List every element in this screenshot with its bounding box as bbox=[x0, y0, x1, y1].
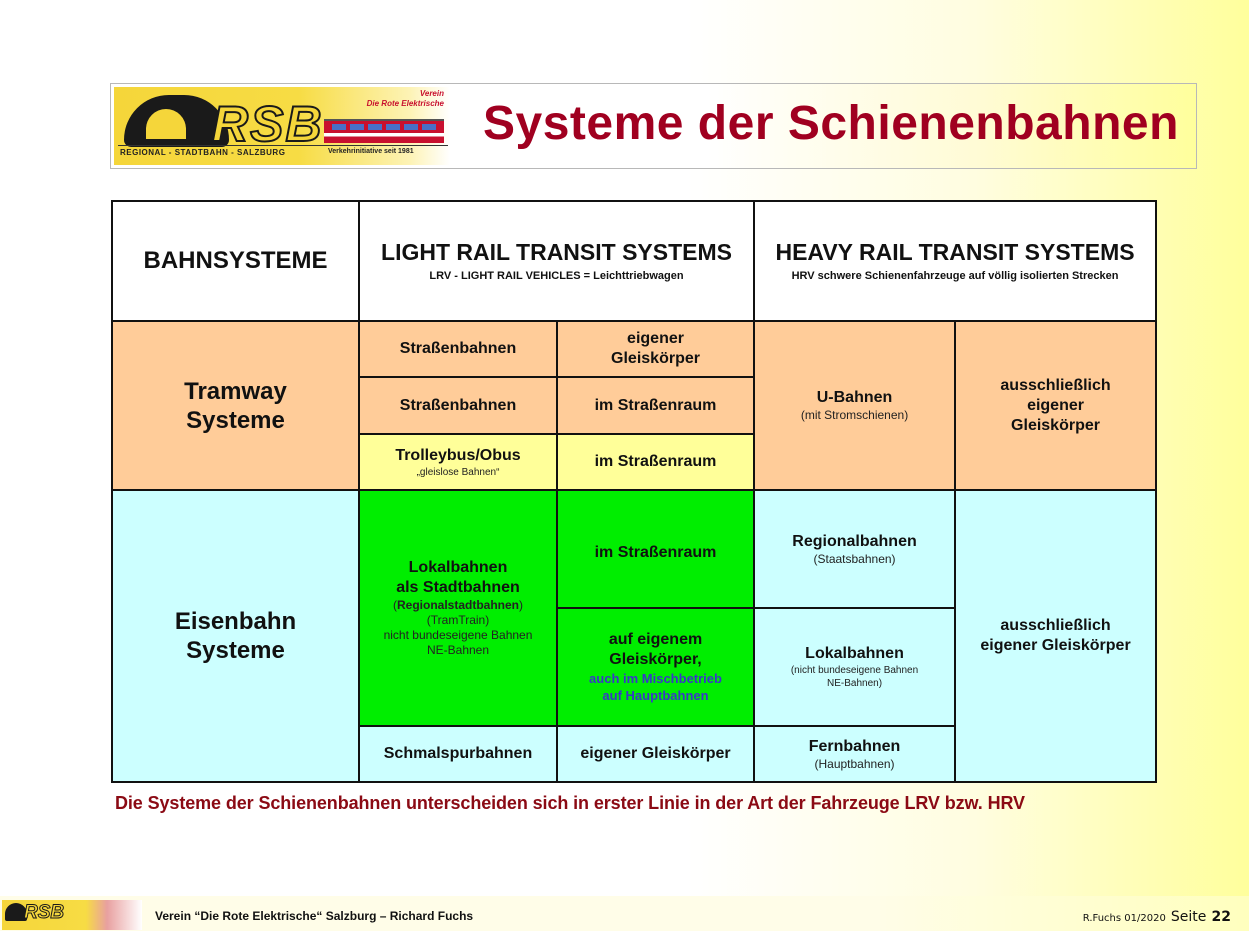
logo-verein: Verein Die Rote Elektrische bbox=[366, 89, 444, 108]
header-banner: RSB Verein Die Rote Elektrische REGIONAL… bbox=[110, 83, 1197, 169]
table-row: auf eigenem Gleiskörper, auch im Mischbe… bbox=[112, 607, 1156, 727]
cell-fernbahnen: Fernbahnen (Hauptbahnen) bbox=[753, 725, 957, 783]
cell-u-bahn-track: ausschließlich eigener Gleiskörper bbox=[954, 320, 1158, 491]
cell-im-strassenraum-2: im Straßenraum bbox=[555, 433, 756, 491]
table-row: Schmalspurbahnen eigener Gleiskörper Fer… bbox=[112, 725, 1156, 783]
cell-u-bahnen: U-Bahnen (mit Stromschienen) bbox=[753, 320, 957, 491]
rail-systems-table: BAHNSYSTEME LIGHT RAIL TRANSIT SYSTEMS L… bbox=[111, 200, 1158, 783]
page-title: Systeme der Schienenbahnen bbox=[483, 97, 1179, 150]
table-row: Trolleybus/Obus „gleislose Bahnen“ im St… bbox=[112, 433, 1156, 491]
cell-strassenbahnen-2: Straßenbahnen bbox=[358, 376, 558, 435]
table-header-row: BAHNSYSTEME LIGHT RAIL TRANSIT SYSTEMS L… bbox=[111, 200, 1158, 322]
cell-im-strassenraum-1: im Straßenraum bbox=[555, 376, 756, 435]
author-date: R.Fuchs 01/2020 bbox=[1082, 913, 1166, 924]
cell-im-strassenraum-3: im Straßenraum bbox=[555, 489, 756, 609]
cell-regionalbahnen: Regionalbahnen (Staatsbahnen) bbox=[753, 489, 957, 609]
eisenbahn-systeme-label: Eisenbahn Systeme bbox=[111, 489, 360, 783]
logo-subtitle: REGIONAL - STADTBAHN - SALZBURG bbox=[120, 148, 286, 157]
header-light-rail: LIGHT RAIL TRANSIT SYSTEMS LRV - LIGHT R… bbox=[357, 200, 756, 322]
footer-page-info: R.Fuchs 01/2020 Seite 22 bbox=[1083, 906, 1231, 925]
header-bahnsysteme: BAHNSYSTEME bbox=[111, 200, 360, 322]
cell-lokalbahnen-heavy: Lokalbahnen (nicht bundeseigene Bahnen N… bbox=[753, 607, 957, 727]
cell-auf-eigenem-gleiskoerper: auf eigenem Gleiskörper, auch im Mischbe… bbox=[555, 607, 756, 727]
table-row: Straßenbahnen im Straßenraum bbox=[112, 376, 1156, 435]
cell-trolleybus: Trolleybus/Obus „gleislose Bahnen“ bbox=[358, 433, 558, 491]
tramway-systeme-label: Tramway Systeme bbox=[111, 320, 360, 491]
footer: RSB Verein “Die Rote Elektrische“ Salzbu… bbox=[0, 896, 1249, 931]
table-row: Eisenbahn Systeme Lokalbahnen als Stadtb… bbox=[111, 489, 1158, 783]
header-heavy-rail: HEAVY RAIL TRANSIT SYSTEMS HRV schwere S… bbox=[753, 200, 1158, 322]
page-label: Seite bbox=[1170, 909, 1207, 925]
tram-icon bbox=[324, 119, 444, 143]
table-caption: Die Systeme der Schienenbahnen untersche… bbox=[115, 793, 1025, 813]
logo-divider bbox=[118, 145, 448, 146]
cell-lokalbahnen-stadtbahnen: Lokalbahnen als Stadtbahnen (Regionalsta… bbox=[358, 489, 558, 727]
cell-eisenbahn-heavy-track: ausschließlich eigener Gleiskörper bbox=[954, 489, 1158, 783]
cell-strassenbahnen-1: Straßenbahnen bbox=[358, 320, 558, 378]
cell-eigener-gleiskoerper: eigener Gleiskörper bbox=[555, 320, 756, 378]
cell-schmalspurbahnen: Schmalspurbahnen bbox=[358, 725, 558, 783]
footer-logo: RSB bbox=[2, 900, 142, 930]
logo-text: RSB bbox=[211, 95, 324, 153]
logo-tagline: Verkehrinitiative seit 1981 bbox=[328, 148, 414, 155]
cell-schmalspur-track: eigener Gleiskörper bbox=[555, 725, 756, 783]
tunnel-train-icon bbox=[124, 95, 229, 147]
page-number: 22 bbox=[1211, 909, 1231, 925]
rsb-logo: RSB Verein Die Rote Elektrische REGIONAL… bbox=[114, 87, 450, 165]
footer-organization: Verein “Die Rote Elektrische“ Salzburg –… bbox=[155, 909, 474, 923]
tunnel-train-icon bbox=[5, 903, 27, 921]
table-row: Tramway Systeme Straßenbahnen eigener Gl… bbox=[111, 320, 1158, 491]
